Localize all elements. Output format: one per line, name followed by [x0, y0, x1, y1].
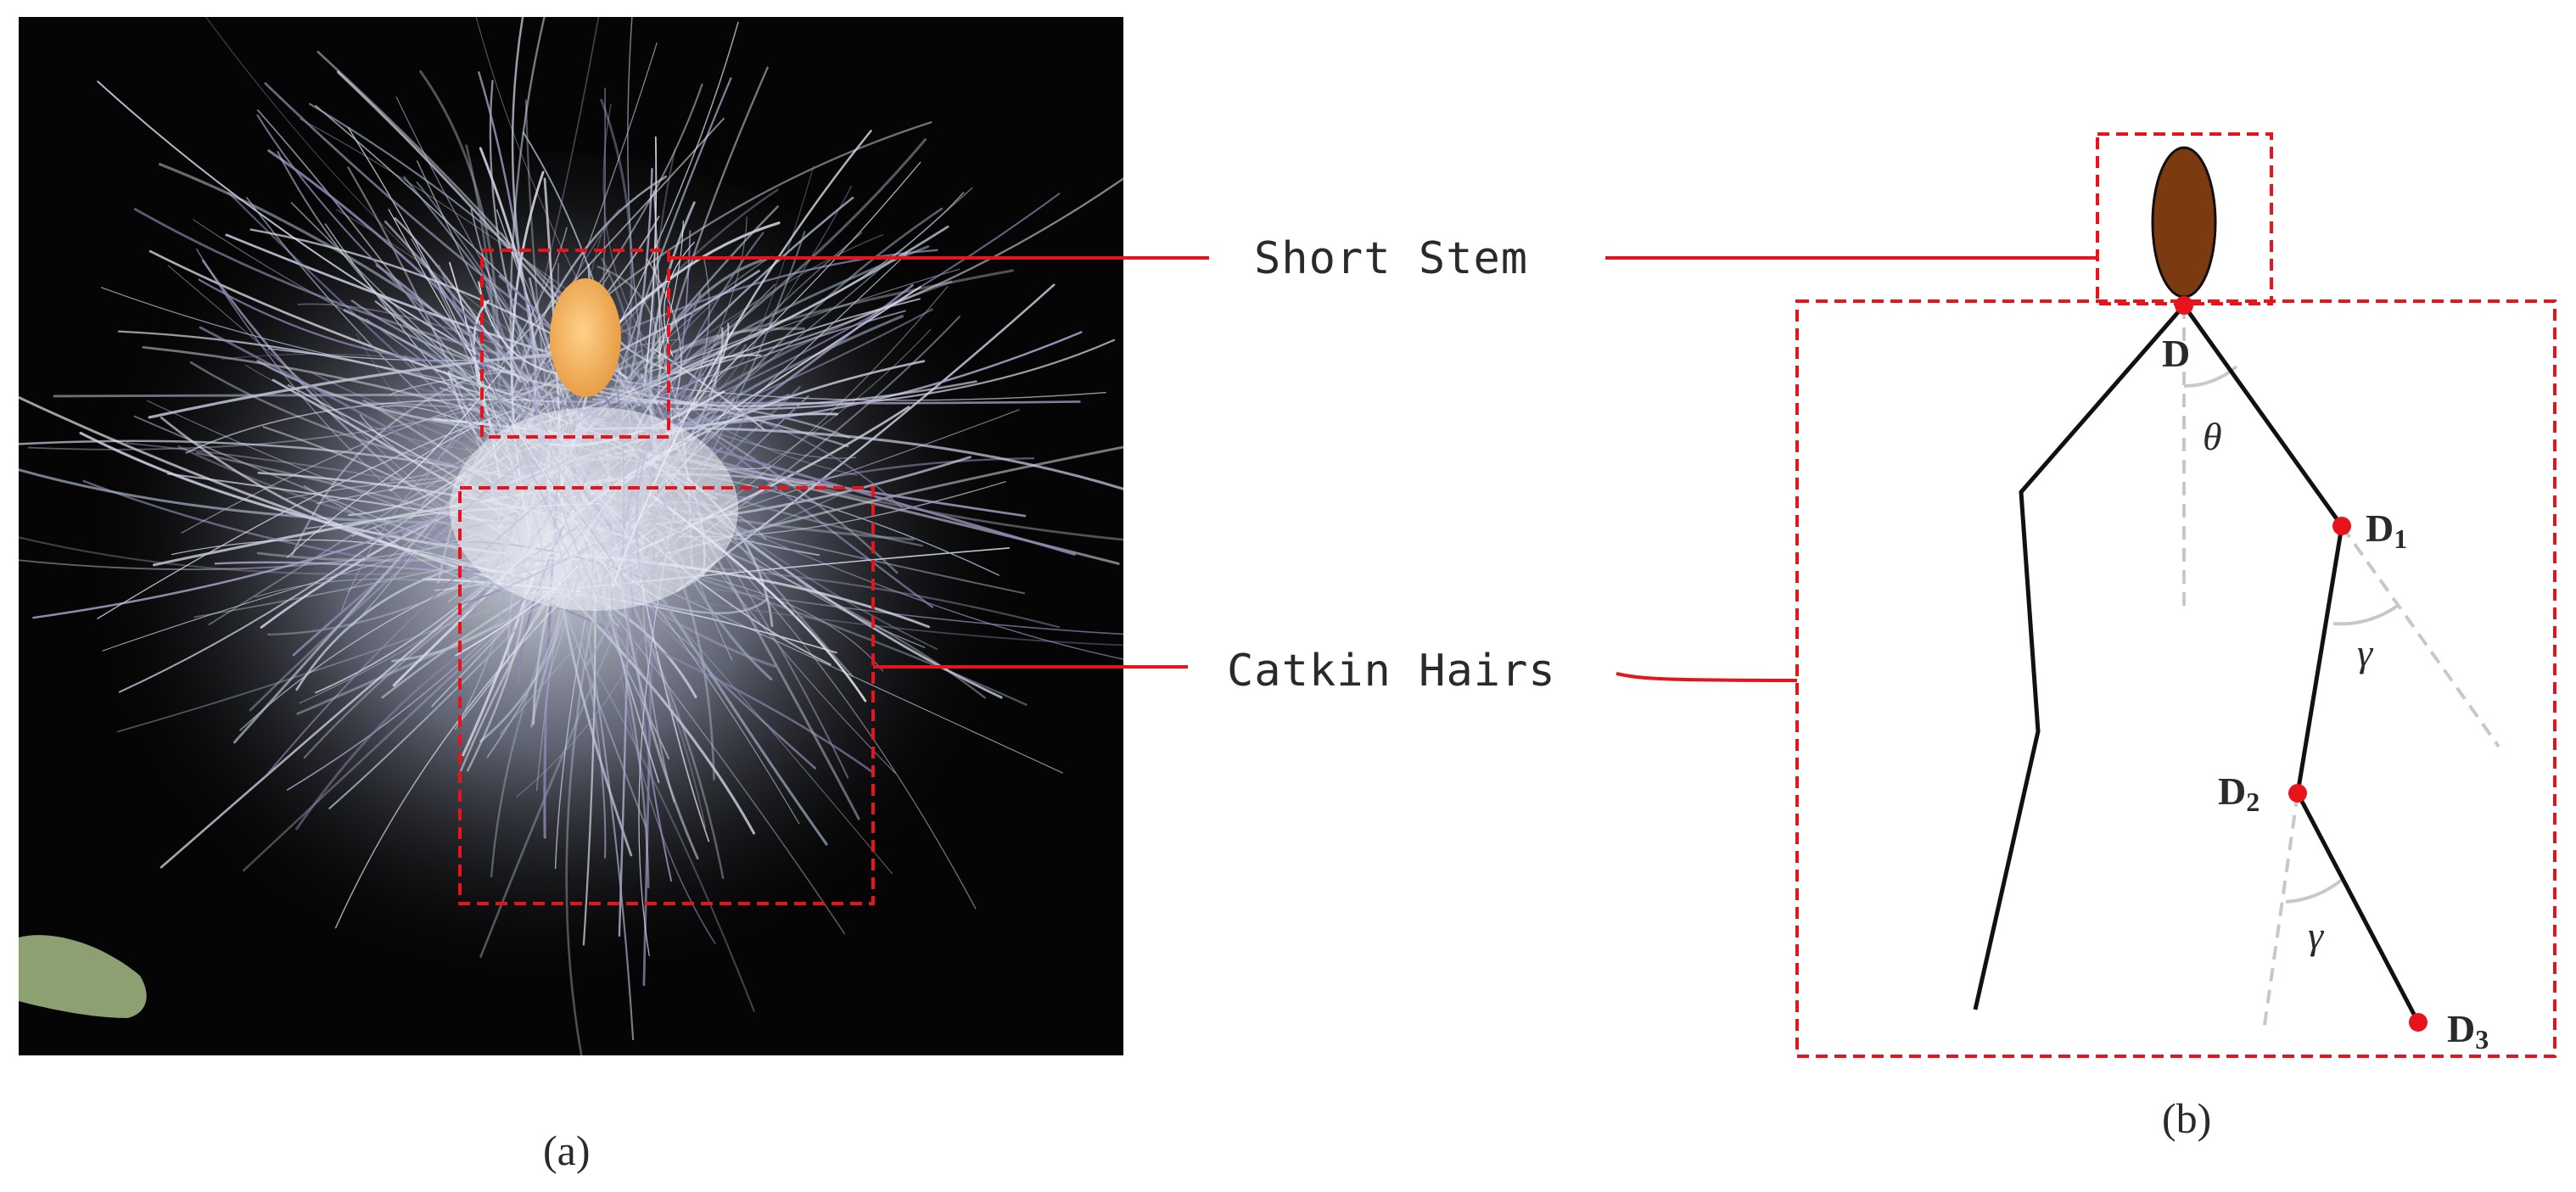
hair-strand: [465, 144, 504, 448]
catkin-hairs-box-a: [458, 486, 875, 905]
hair-strand: [664, 241, 695, 357]
hair-strand: [316, 50, 671, 437]
label-d1: D1: [2366, 506, 2407, 554]
hair-strand: [657, 220, 684, 360]
hair-strand: [652, 347, 766, 431]
node-d: [2175, 296, 2193, 315]
left-hair: [1973, 304, 2186, 1010]
hair-strand: [255, 579, 557, 602]
hair-strand: [82, 479, 512, 576]
gamma-reference-line-1: [2340, 524, 2500, 748]
hair-strand: [423, 395, 527, 482]
hair-strand: [295, 556, 501, 691]
catkin-hairs-leader-right: [1616, 672, 1798, 682]
hair-strand: [509, 17, 546, 365]
hair-strand: [597, 77, 732, 438]
hair-strand: [97, 409, 516, 619]
hair-strand: [601, 257, 646, 411]
hair-strand: [419, 70, 500, 378]
node-d2: [2288, 784, 2307, 803]
seed-ellipse: [2151, 146, 2217, 299]
hair-strand: [652, 190, 661, 368]
hair-strand: [626, 327, 806, 399]
panel-a-caption: (a): [543, 1127, 591, 1174]
gamma-label-1: γ: [2357, 631, 2374, 674]
hair-strand: [384, 220, 503, 350]
hair-strand: [627, 17, 669, 480]
hair-strand: [667, 568, 883, 672]
hair-strand: [560, 137, 927, 448]
hair-strand: [557, 584, 756, 835]
label-d2: D2: [2218, 769, 2260, 817]
hair-strand: [102, 523, 513, 652]
hair-strand: [572, 380, 977, 407]
hair-strand: [666, 596, 1123, 646]
hair-strand: [286, 417, 493, 558]
hair-strand: [565, 571, 603, 1055]
hair-strand: [576, 566, 635, 1041]
hair-strand: [395, 96, 552, 380]
theta-label: θ: [2203, 415, 2222, 458]
panel-b-caption: (b): [2162, 1094, 2211, 1142]
label-d3: D3: [2447, 1007, 2489, 1055]
hair-strand: [256, 114, 504, 381]
right-hair: [2181, 304, 2421, 1024]
hair-strand: [19, 395, 497, 581]
hair-strand: [148, 352, 558, 419]
hair-strand: [590, 583, 846, 935]
short-stem-seed: [550, 278, 621, 397]
gamma-angle-arc-1: [2332, 603, 2400, 626]
hair-strand: [394, 217, 522, 383]
hair-strand: [171, 539, 498, 574]
hair-strand: [657, 66, 769, 382]
catkin-hairs-label: Catkin Hairs: [1227, 646, 1556, 697]
hair-strand: [674, 177, 1123, 375]
hair-strand: [665, 339, 1116, 411]
node-d3: [2409, 1013, 2428, 1032]
hair-strand: [516, 575, 669, 797]
hair-strand: [181, 384, 540, 534]
leaf-fragment: [19, 935, 147, 1018]
hair-strand: [133, 415, 494, 564]
hair-strand: [334, 579, 584, 929]
hair-strand: [473, 299, 496, 438]
hair-strand: [277, 150, 535, 417]
hair-strand: [19, 439, 523, 480]
hair-strand: [205, 17, 560, 379]
hair-strand: [160, 416, 516, 576]
catkin-fluff-core: [450, 407, 738, 611]
hair-strand: [19, 468, 514, 524]
hair-strand: [582, 585, 596, 946]
hair-strand: [297, 303, 585, 380]
short-stem-box-a: [480, 249, 670, 439]
hair-strand: [100, 287, 574, 403]
hair-strand: [596, 266, 662, 399]
hair-strand: [630, 567, 673, 882]
gamma-label-2: γ: [2308, 914, 2325, 957]
catkin-photo: [19, 17, 1123, 1055]
hair-strand: [198, 278, 496, 365]
hair-strand: [626, 245, 930, 403]
gamma-reference-line-2: [2262, 792, 2299, 1032]
hair-strand: [676, 283, 1056, 592]
hair-strand: [166, 473, 496, 523]
catkin-hairs-box-b: [1795, 299, 2556, 1058]
gamma-angle-arc-2: [2285, 877, 2344, 904]
short-stem-label: Short Stem: [1254, 233, 1528, 284]
hair-strand: [19, 536, 540, 575]
node-d1: [2332, 517, 2351, 535]
hair-strand: [27, 390, 534, 450]
label-d: D: [2162, 332, 2190, 375]
hair-strand: [625, 574, 1123, 635]
hair-strand: [565, 370, 1106, 401]
hair-strand: [673, 234, 884, 359]
hair-strand: [53, 393, 496, 398]
